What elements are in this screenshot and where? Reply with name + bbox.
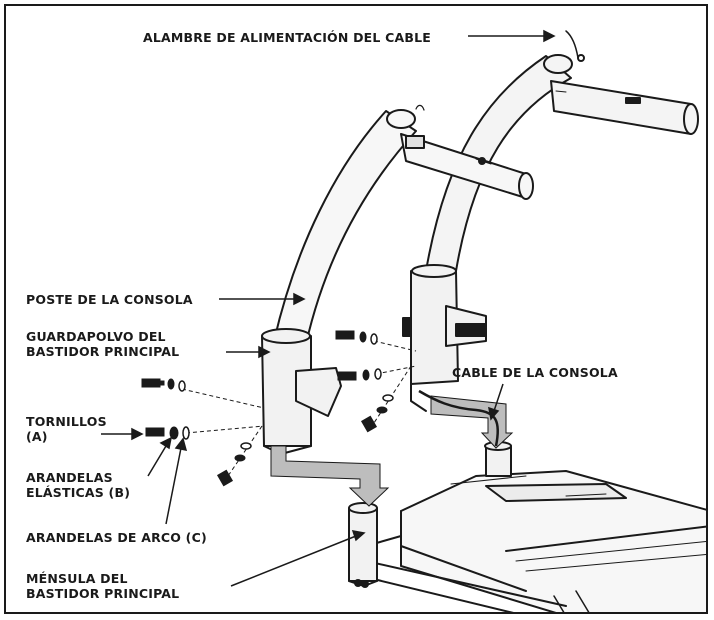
- bracket-label-line1: MÉNSULA DEL: [26, 571, 128, 586]
- bolts-label-line2: (A): [26, 429, 48, 444]
- console-cable: [418, 389, 500, 447]
- bolts-label-line1: TORNILLOS: [26, 414, 107, 429]
- main-frame-bracket: [348, 502, 378, 588]
- console-post-label: POSTE DE LA CONSOLA: [26, 292, 193, 307]
- console-cable-label: CABLE DE LA CONSOLA: [452, 365, 618, 380]
- treadmill-base: [360, 441, 706, 612]
- lock-washers-label-line1: ARANDELAS: [26, 470, 113, 485]
- right-console-post: [402, 54, 699, 412]
- treadmill-assembly-illustration: [101, 29, 706, 612]
- bolts-label: TORNILLOS (A): [26, 414, 107, 444]
- dust-cover-label-line2: BASTIDOR PRINCIPAL: [26, 344, 180, 359]
- arc-washers-label: ARANDELAS DE ARCO (C): [26, 530, 207, 545]
- bracket-label-line2: BASTIDOR PRINCIPAL: [26, 586, 180, 601]
- dust-cover-label-line1: GUARDAPOLVO DEL: [26, 329, 166, 344]
- lock-washers-label: ARANDELAS ELÁSTICAS (B): [26, 470, 130, 500]
- left-console-post: [261, 109, 534, 455]
- bracket-label: MÉNSULA DEL BASTIDOR PRINCIPAL: [26, 571, 179, 601]
- diagram-frame: ALAMBRE DE ALIMENTACIÓN DEL CABLE POSTE …: [4, 4, 708, 614]
- dust-cover-label: GUARDAPOLVO DEL BASTIDOR PRINCIPAL: [26, 329, 179, 359]
- power-wire: [565, 30, 579, 59]
- lock-washers-label-line2: ELÁSTICAS (B): [26, 485, 131, 500]
- hardware-right: [335, 330, 417, 433]
- power-wire-label: ALAMBRE DE ALIMENTACIÓN DEL CABLE: [143, 30, 431, 45]
- hardware-left: [141, 378, 265, 487]
- callout-arrows: [101, 29, 556, 587]
